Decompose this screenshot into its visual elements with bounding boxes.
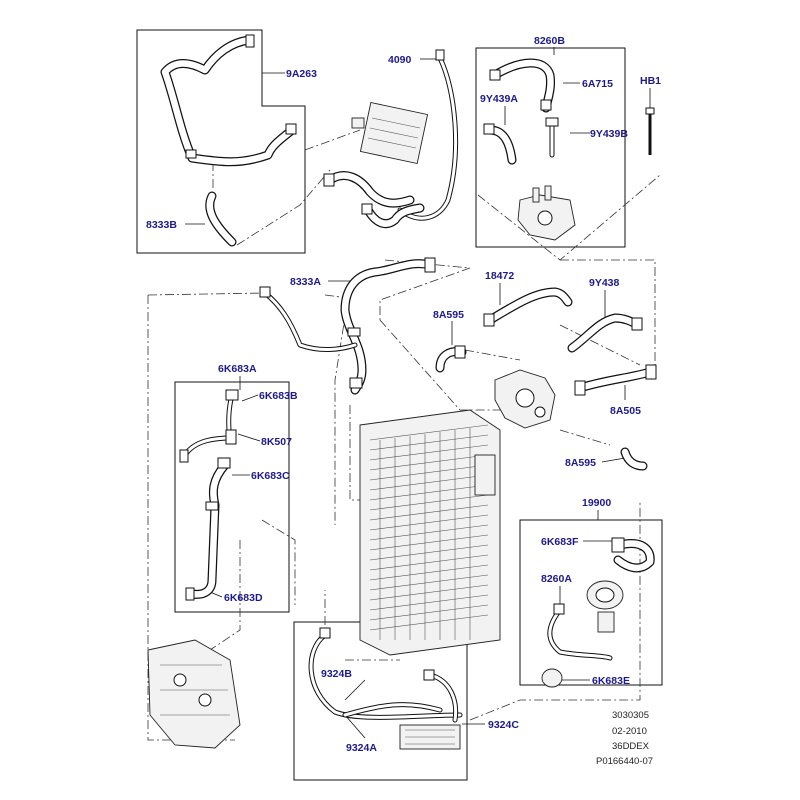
label-8333A: 8333A [290,276,321,288]
hose-cluster-center [323,171,425,229]
label-6K683A: 6K683A [218,363,257,375]
footer-date: 02-2010 [612,726,647,737]
leader-lines [185,47,651,739]
elbow-8A595-bottom [620,447,648,471]
footer-info: 3030305 02-2010 36DDEX P0166440-07 [596,710,653,767]
expansion-tank-fitting [586,580,624,633]
hose-8A505 [574,364,657,396]
label-6K683C: 6K683C [251,470,290,482]
tube-9Y439B [545,117,559,158]
label-8260B: 8260B [534,35,565,47]
valve-block [517,185,576,241]
label-4090: 4090 [388,54,412,66]
label-8A505: 8A505 [610,405,641,417]
hose-9Y439A [483,123,517,165]
label-6K683D: 6K683D [224,592,263,604]
hose-9Y438 [567,313,643,353]
elbow-8A595-top [435,345,467,373]
label-6A715: 6A715 [582,78,613,90]
hose-4090 [397,49,459,221]
label-8260A: 8260A [541,573,572,585]
label-6K683B: 6K683B [259,390,298,402]
label-8A595-bottom: 8A595 [565,457,596,469]
hose-8260B [489,58,555,113]
hose-6K683F [611,537,655,573]
label-HB1: HB1 [640,75,661,87]
label-8333B: 8333B [146,219,177,231]
group-box-9A263 [136,29,306,254]
label-9Y439B: 9Y439B [590,128,628,140]
clamp-6K683E [541,668,563,688]
label-8A595-top: 8A595 [433,309,464,321]
label-9Y439A: 9Y439A [480,93,518,105]
connection-lines [147,129,661,741]
hose-18472 [483,287,573,327]
group-box-19900 [519,519,663,686]
label-9Y438: 9Y438 [589,277,620,289]
hose-6K683 [179,389,239,601]
label-8K507: 8K507 [261,436,292,448]
radiator [359,409,501,656]
part-labels: 9A263 8333B 4090 8260B 6A715 9Y439A HB1 … [146,35,661,754]
footer-code: 3030305 [612,710,649,721]
label-19900: 19900 [582,497,611,509]
bolt-HB1 [645,107,655,155]
tube-9324 [308,627,463,750]
hose-8333A [259,257,436,395]
hose-9A263 [160,34,297,167]
oil-cooler [351,101,429,165]
hose-8333B [205,191,237,247]
group-box-8260B [475,47,626,248]
engine-block [147,639,241,749]
footer-part-number: P0166440-07 [596,756,653,767]
label-18472: 18472 [485,270,514,282]
thermostat-housing [494,369,556,429]
footer-model: 36DDEX [612,741,650,752]
label-9324B: 9324B [321,668,352,680]
label-9A263: 9A263 [286,68,317,80]
tube-8260A [547,603,613,661]
label-6K683E: 6K683E [592,675,630,687]
label-9324A: 9324A [346,742,377,754]
group-box-6K683 [174,381,290,613]
label-6K683F: 6K683F [541,536,579,548]
label-9324C: 9324C [488,719,519,731]
